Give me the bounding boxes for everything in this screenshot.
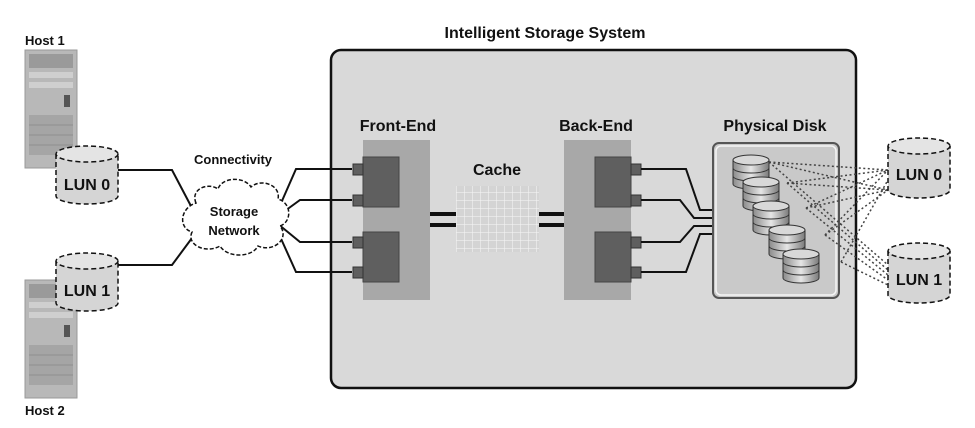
backend-to-disk-links xyxy=(641,168,713,273)
back-end-label: Back-End xyxy=(559,118,633,135)
cache-label: Cache xyxy=(473,162,521,179)
back-end-controller xyxy=(564,140,642,300)
right-lun1-cylinder xyxy=(887,242,951,304)
cache-memory-grid xyxy=(456,186,539,252)
right-lun0-cylinder xyxy=(887,137,951,199)
right-lun0-label: LUN 0 xyxy=(896,167,942,184)
front-end-label: Front-End xyxy=(360,118,436,135)
host2-label: Host 2 xyxy=(25,403,65,418)
host-lun0-label: LUN 0 xyxy=(64,177,110,194)
connectivity-label: Connectivity xyxy=(194,152,273,167)
right-lun1-label: LUN 1 xyxy=(896,272,942,289)
host-lun1-cylinder xyxy=(55,252,119,312)
storage-network-cloud xyxy=(182,178,290,256)
frontend-cache-bus xyxy=(430,212,456,227)
disk-icon xyxy=(782,248,820,284)
host2-connection xyxy=(118,237,193,266)
host1-label: Host 1 xyxy=(25,33,65,48)
host-lun0-cylinder xyxy=(55,145,119,205)
cache-backend-bus xyxy=(539,212,564,227)
host-lun1-label: LUN 1 xyxy=(64,283,110,300)
storage-network-label-line1: Storage xyxy=(210,204,258,219)
disk-stack xyxy=(732,154,820,284)
physical-disk-label: Physical Disk xyxy=(723,118,826,135)
host1-connection xyxy=(118,169,193,209)
diagram-title: Intelligent Storage System xyxy=(445,25,646,42)
disk-to-lun-mapping-lines xyxy=(768,161,889,286)
storage-network-label-line2: Network xyxy=(208,223,260,238)
front-end-controller xyxy=(352,140,430,300)
